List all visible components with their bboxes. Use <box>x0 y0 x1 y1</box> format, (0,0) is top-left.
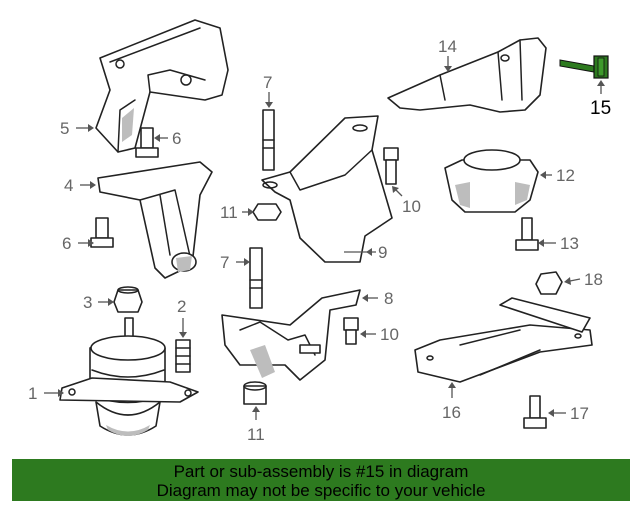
part-16-crossmember <box>414 297 593 383</box>
callout-4[interactable]: 4 <box>64 176 73 195</box>
part-17-bolt <box>523 395 547 429</box>
callout-14[interactable]: 14 <box>438 37 457 56</box>
banner-line-disclaimer: Diagram may not be specific to your vehi… <box>156 481 486 500</box>
part-5-bracket <box>95 19 229 153</box>
callout-12[interactable]: 12 <box>556 166 575 185</box>
part-14-bracket <box>387 37 547 113</box>
part-18-nut <box>535 271 563 295</box>
callout-3[interactable]: 3 <box>83 293 92 312</box>
part-2-bolt <box>175 339 191 373</box>
part-4-bracket <box>97 161 213 279</box>
part-7-stud-lower <box>249 247 263 309</box>
callout-8[interactable]: 8 <box>384 289 393 308</box>
callout-7-upper[interactable]: 7 <box>263 73 272 92</box>
part-7-stud-upper <box>262 109 275 171</box>
callout-17[interactable]: 17 <box>570 404 589 423</box>
part-1-engine-mount <box>59 317 199 436</box>
callout-16[interactable]: 16 <box>442 403 461 422</box>
callout-10-lower[interactable]: 10 <box>380 325 399 344</box>
callout-6-upper[interactable]: 6 <box>172 129 181 148</box>
part-15-bolt <box>559 55 609 79</box>
part-12-mount <box>444 149 539 213</box>
exploded-parts-diagram: 1 2 3 4 5 6 6 7 7 8 9 10 10 11 11 12 13 … <box>28 19 611 444</box>
part-11-nut-lower <box>243 381 267 405</box>
part-13-bolt <box>515 217 539 251</box>
callout-18[interactable]: 18 <box>584 270 603 289</box>
part-10-bolt-upper <box>383 147 399 185</box>
callout-labels: 1 2 3 4 5 6 6 7 7 8 9 10 10 11 11 12 13 … <box>28 37 611 444</box>
callout-5[interactable]: 5 <box>60 119 69 138</box>
callout-2[interactable]: 2 <box>177 297 186 316</box>
leader-lines <box>44 56 605 420</box>
part-6-bolt-upper <box>135 127 159 158</box>
callout-11-lower[interactable]: 11 <box>247 425 265 444</box>
callout-9[interactable]: 9 <box>378 243 387 262</box>
callout-15-highlighted[interactable]: 15 <box>590 98 611 119</box>
callout-1[interactable]: 1 <box>28 384 37 403</box>
part-11-nut-upper <box>252 203 282 221</box>
callout-11-upper[interactable]: 11 <box>220 203 238 222</box>
callout-10-upper[interactable]: 10 <box>402 197 421 216</box>
part-6-bolt-lower <box>90 217 114 248</box>
part-8-mount-bracket <box>221 289 361 381</box>
part-3-nut <box>113 286 143 313</box>
callout-7-lower[interactable]: 7 <box>220 253 229 272</box>
callout-13[interactable]: 13 <box>560 234 579 253</box>
banner-line-part: Part or sub-assembly is #15 in diagram <box>173 462 469 481</box>
selected-part-banner: Part or sub-assembly is #15 in diagram D… <box>12 459 630 501</box>
callout-6-lower[interactable]: 6 <box>62 234 71 253</box>
part-10-bolt-lower <box>343 317 359 345</box>
part-9-heat-shield <box>261 115 393 263</box>
